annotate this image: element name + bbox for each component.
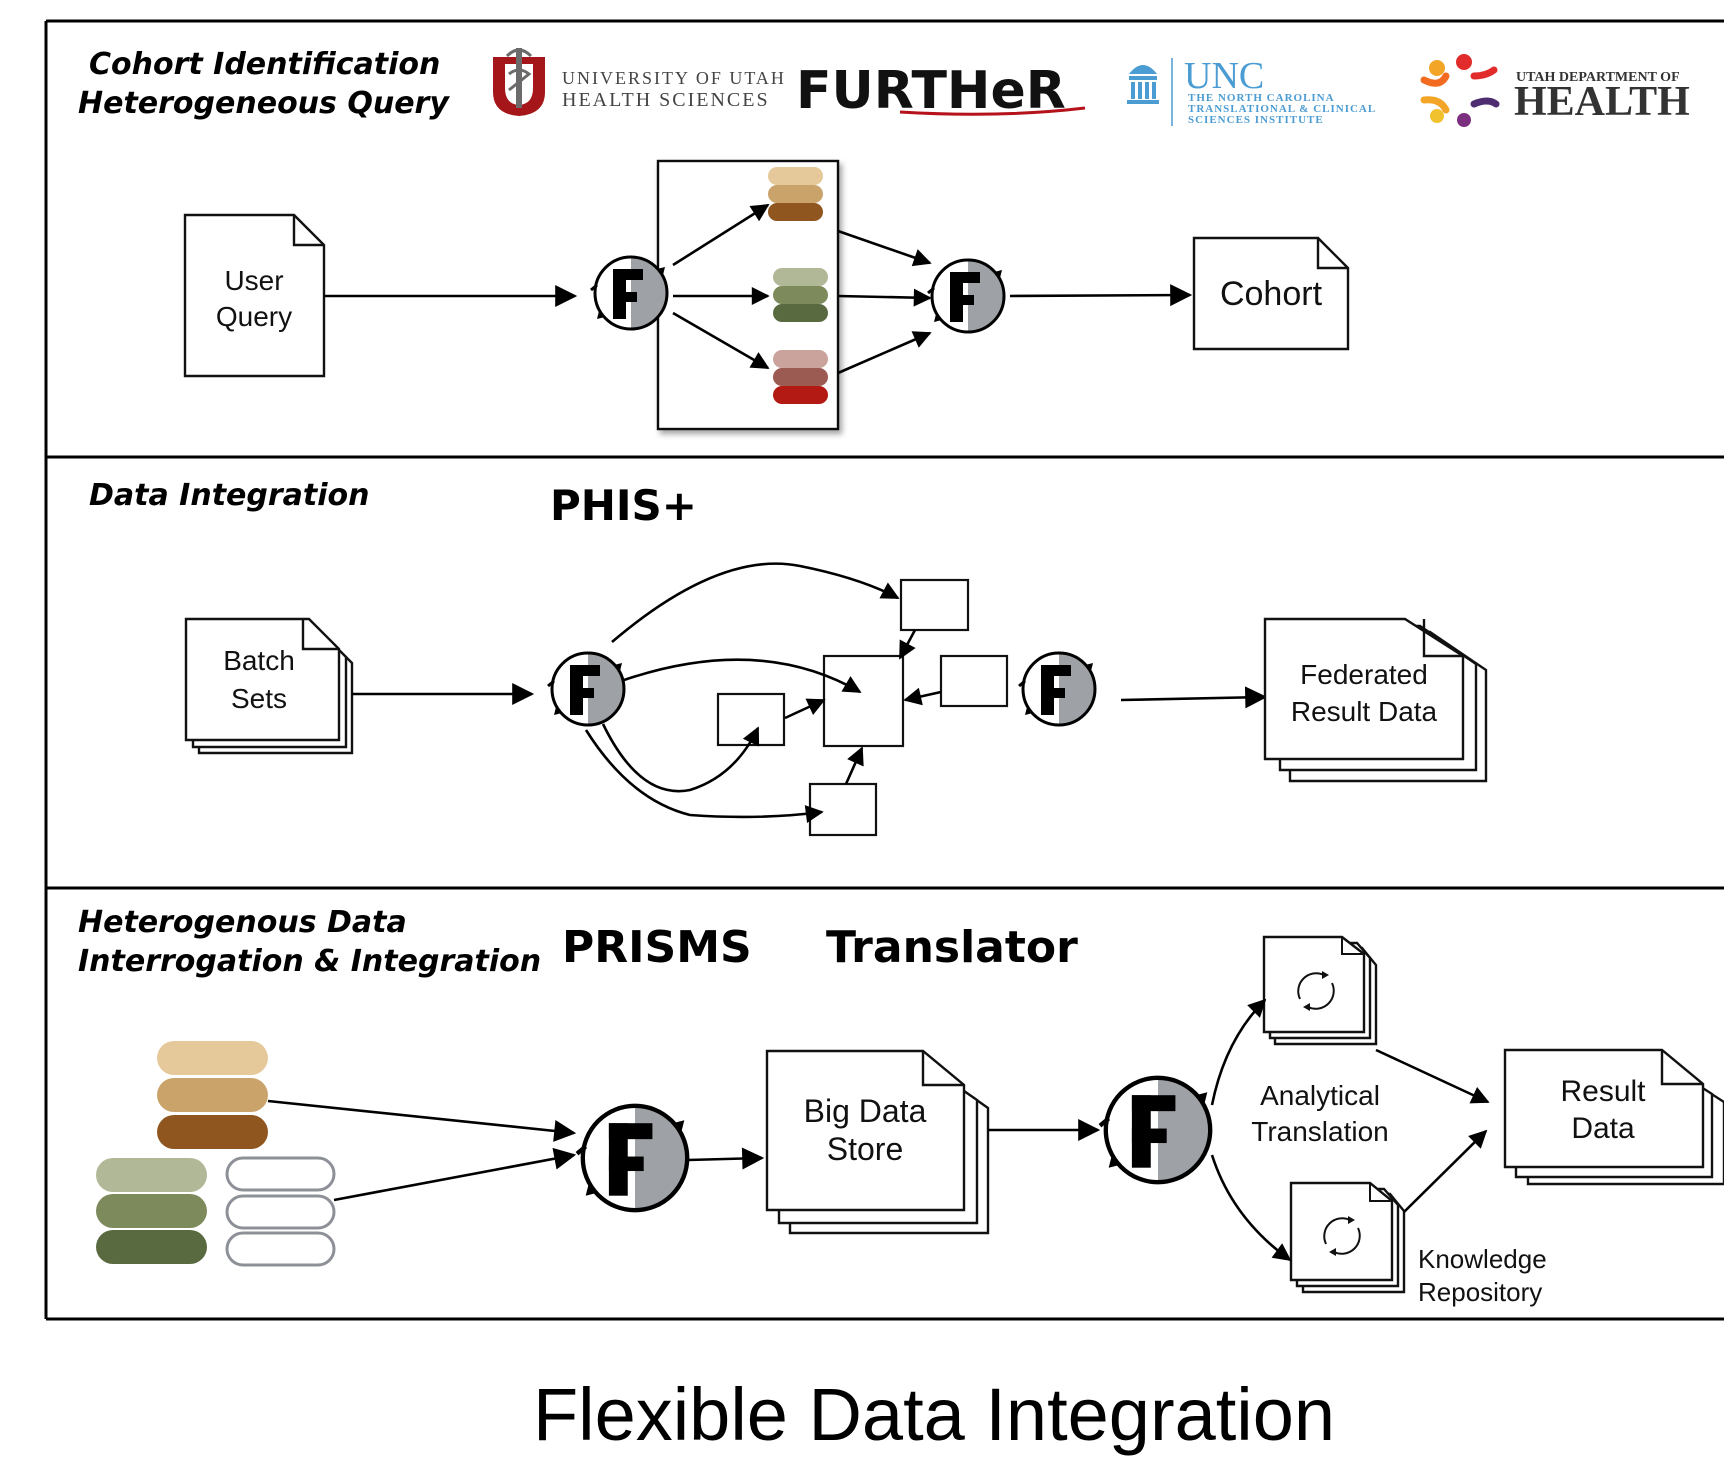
integration-box-right <box>939 654 1009 708</box>
utah-health-logo: UTAH DEPARTMENT OF HEALTH <box>1420 54 1690 127</box>
analytical-line2: Translation <box>1251 1116 1388 1147</box>
cohort-label: Cohort <box>1220 275 1323 313</box>
edge-further-to-bottom-box <box>584 729 824 823</box>
edge-left-box-to-center <box>784 698 826 720</box>
federated-line1: Federated <box>1300 659 1428 690</box>
edge-top-box-to-center <box>898 629 917 660</box>
bigdata-line2: Store <box>827 1131 903 1167</box>
further-node-2 <box>926 258 1006 334</box>
panel-title-line1: Heterogenous Data <box>78 905 407 940</box>
utah-health-line2: HEALTH <box>1514 79 1690 125</box>
edge-knowledge-top-to-result <box>1375 1048 1490 1104</box>
edge-red-to-further <box>837 331 932 375</box>
batch-sets-line1: Batch <box>223 645 295 676</box>
integration-box-left <box>716 692 786 747</box>
edge-bottom-box-to-center <box>844 746 864 785</box>
utah-logo-line1: UNIVERSITY OF UTAH <box>562 68 786 88</box>
edge-green-to-further <box>837 288 932 307</box>
edge-further-to-federated <box>1120 686 1268 709</box>
edge-further-to-red <box>672 311 770 370</box>
unc-logo-name: UNC <box>1184 55 1264 97</box>
further-node-5 <box>577 1106 687 1210</box>
panel-integration: Data Integration PHIS+ Batch Sets <box>89 478 1488 837</box>
knowledge-repository-bottom-stack <box>1289 1181 1406 1294</box>
knowledge-line1: Knowledge <box>1418 1244 1547 1274</box>
panel-title-line2: Interrogation & Integration <box>78 944 541 979</box>
database-stack-green <box>773 268 828 322</box>
figure-caption: Flexible Data Integration <box>533 1373 1335 1456</box>
integration-box-top <box>899 578 970 632</box>
utah-logo-line2: HEALTH SCIENCES <box>562 89 770 111</box>
federated-line2: Result Data <box>1291 696 1438 727</box>
edge-further-to-knowledge-top <box>1210 998 1267 1106</box>
panel-interrogation: Heterogenous Data Interrogation & Integr… <box>78 905 1724 1307</box>
database-stack-tan-large <box>157 1041 268 1149</box>
further-node-4 <box>1017 651 1097 727</box>
result-line2: Data <box>1571 1112 1635 1145</box>
batch-sets-line2: Sets <box>231 683 287 714</box>
edge-further-to-bigdata <box>687 1147 765 1170</box>
batch-sets-document-stack: Batch Sets <box>184 617 354 755</box>
further-node-3 <box>546 651 626 727</box>
edge-further-to-top-box <box>611 562 900 643</box>
knowledge-repository-top-stack <box>1262 935 1378 1046</box>
database-stack-empty <box>225 1156 336 1267</box>
integration-box-center <box>822 654 905 748</box>
further-node-1 <box>589 255 669 331</box>
edge-further-to-tan <box>672 203 770 267</box>
edge-further-to-cohort <box>1009 284 1193 307</box>
unc-logo-sub1: THE NORTH CAROLINA <box>1188 92 1335 104</box>
user-query-document: User Query <box>183 213 326 378</box>
edge-knowledge-bottom-to-result <box>1403 1129 1488 1213</box>
edge-further-to-knowledge-bottom <box>1210 1154 1292 1262</box>
cohort-document: Cohort <box>1192 236 1350 351</box>
database-stack-red <box>773 350 828 404</box>
analytical-line1: Analytical <box>1260 1080 1380 1111</box>
edge-empty-to-further <box>333 1147 577 1202</box>
panel-title: Data Integration <box>89 478 370 513</box>
integration-box-bottom <box>808 782 878 837</box>
database-stack-green-large <box>96 1158 207 1264</box>
further-node-6 <box>1100 1078 1210 1182</box>
panel-cohort: Cohort Identification Heterogeneous Quer… <box>78 47 1690 431</box>
university-of-utah-logo: UNIVERSITY OF UTAH HEALTH SCIENCES <box>493 48 786 116</box>
project-label-prisms: PRISMS <box>562 922 752 973</box>
edge-further-to-center-box <box>623 658 862 694</box>
bigdata-line1: Big Data <box>804 1093 927 1129</box>
panel-title-line1: Cohort Identification <box>89 47 440 82</box>
edge-right-box-to-center <box>903 687 942 706</box>
edge-tan-to-further <box>267 1099 577 1142</box>
big-data-store-document-stack: Big Data Store <box>765 1049 990 1235</box>
result-data-document-stack: Result Data <box>1503 1048 1724 1186</box>
user-query-line1: User <box>224 265 283 296</box>
project-label-translator: Translator <box>826 922 1078 973</box>
utah-health-line1: UTAH DEPARTMENT OF <box>1516 70 1680 85</box>
user-query-line2: Query <box>216 301 292 332</box>
knowledge-line2: Repository <box>1418 1277 1542 1307</box>
edge-further-to-left-box <box>601 723 760 793</box>
federated-result-document-stack: Federated Result Data <box>1263 617 1488 783</box>
panel-frames <box>44 19 1724 1321</box>
unc-logo: UNC THE NORTH CAROLINA TRANSLATIONAL & C… <box>1127 55 1376 126</box>
panel-title-line2: Heterogeneous Query <box>78 86 450 121</box>
edge-tan-to-further <box>837 229 932 267</box>
project-label-phis: PHIS+ <box>550 481 697 530</box>
further-logo: FURTHeR <box>796 61 1086 121</box>
result-line1: Result <box>1560 1075 1646 1108</box>
unc-logo-sub2: TRANSLATIONAL & CLINICAL <box>1188 103 1376 115</box>
database-stack-tan <box>768 167 823 221</box>
unc-logo-sub3: SCIENCES INSTITUTE <box>1188 114 1324 126</box>
further-logo-text: FURTHeR <box>796 61 1066 121</box>
